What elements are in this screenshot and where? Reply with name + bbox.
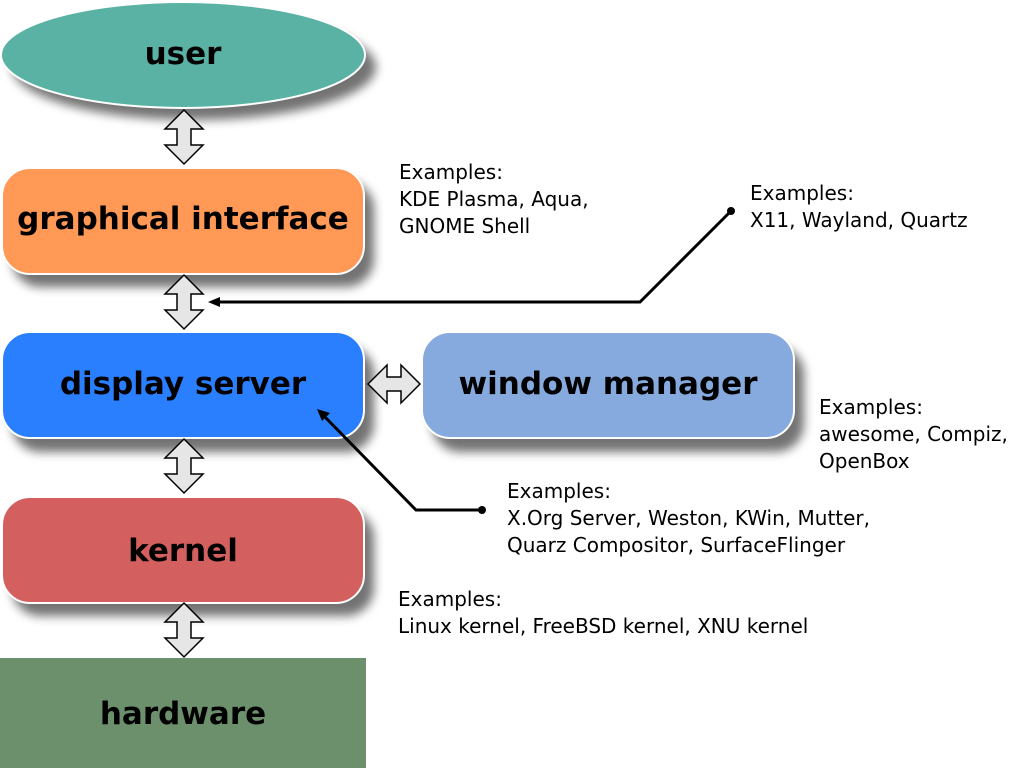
display-server-label: display server: [60, 366, 307, 402]
kernel-examples-heading: Examples:: [398, 587, 502, 611]
window-manager-label: window manager: [459, 366, 759, 402]
wm-examples-note: Examples: awesome, Compiz, OpenBox: [819, 394, 1008, 475]
display-server-examples-line-1: X.Org Server, Weston, KWin, Mutter,: [507, 506, 871, 530]
display-kernel-double-arrow: [163, 437, 205, 495]
wm-examples-heading: Examples:: [819, 395, 923, 419]
window-manager-node: [421, 331, 795, 439]
user-label: user: [145, 36, 223, 72]
protocol-examples-note: Examples: X11, Wayland, Quartz: [750, 180, 968, 234]
kernel-label: kernel: [128, 533, 238, 569]
display-server-examples-heading: Examples:: [507, 479, 611, 503]
kernel-examples-note: Examples: Linux kernel, FreeBSD kernel, …: [398, 586, 808, 640]
graphical-interface-node: [1, 167, 365, 275]
protocol-pointer: [208, 207, 735, 307]
wm-examples-line-1: awesome, Compiz,: [819, 422, 1008, 446]
gui-display-double-arrow: [163, 273, 205, 331]
display-server-examples-line-2: Quarz Compositor, SurfaceFlinger: [507, 533, 846, 557]
display-wm-double-arrow: [366, 363, 422, 405]
gui-examples-heading: Examples:: [399, 160, 503, 184]
graphical-interface-label: graphical interface: [17, 201, 349, 237]
hardware-label: hardware: [100, 696, 266, 732]
gui-examples-line-2: GNOME Shell: [399, 214, 531, 238]
gui-examples-note: Examples: KDE Plasma, Aqua, GNOME Shell: [399, 159, 589, 240]
wm-examples-line-2: OpenBox: [819, 449, 910, 473]
user-gui-double-arrow: [163, 108, 205, 166]
kernel-examples-line-1: Linux kernel, FreeBSD kernel, XNU kernel: [398, 614, 809, 638]
display-server-examples-note: Examples: X.Org Server, Weston, KWin, Mu…: [507, 478, 870, 559]
gui-examples-line-1: KDE Plasma, Aqua,: [399, 187, 589, 211]
display-server-node: [1, 331, 365, 439]
protocol-examples-line-1: X11, Wayland, Quartz: [750, 208, 968, 232]
user-node: [0, 1, 366, 109]
display-server-pointer: [317, 409, 486, 514]
hardware-node: [0, 658, 366, 768]
kernel-hardware-double-arrow: [163, 601, 205, 659]
protocol-examples-heading: Examples:: [750, 181, 854, 205]
